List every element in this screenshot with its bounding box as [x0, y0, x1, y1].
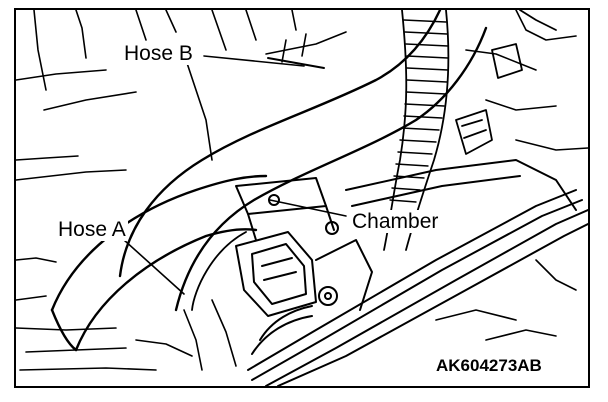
chamber-leader	[269, 199, 347, 217]
label-chamber: Chamber	[350, 210, 441, 233]
label-hose-a: Hose A	[56, 218, 128, 241]
engine-bay-illustration	[16, 10, 588, 386]
leader-lines	[123, 55, 347, 295]
label-hose-b: Hose B	[122, 42, 195, 65]
diagram-frame: Hose B Hose A Chamber AK604273AB	[14, 8, 590, 388]
tubes-lower-right	[247, 159, 588, 386]
engine-structure-background	[16, 10, 588, 371]
harness-connectors	[455, 10, 557, 155]
hose-b-leader	[203, 55, 305, 67]
chamber-shape	[235, 177, 339, 241]
hose-a-leader	[123, 239, 185, 295]
hose-a-shape	[50, 174, 268, 352]
bracket-connector	[235, 231, 373, 317]
figure-code: AK604273AB	[434, 356, 544, 375]
